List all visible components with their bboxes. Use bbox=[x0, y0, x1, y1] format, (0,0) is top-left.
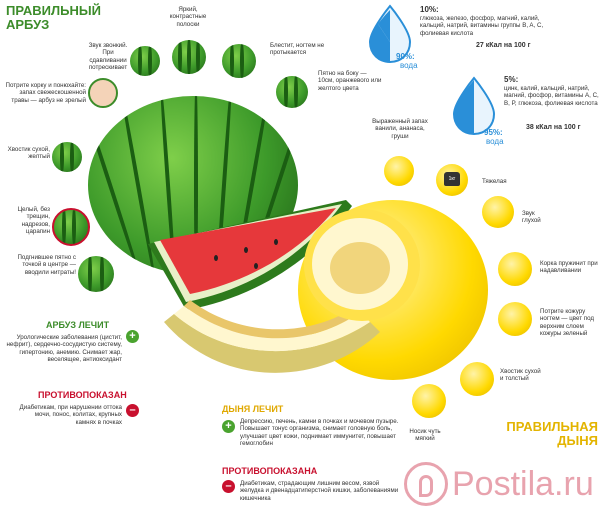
melon-tip-green-text: Потрите кожуру ногтем — цвет под верхним… bbox=[540, 308, 595, 338]
tip-stripes-icon bbox=[172, 40, 206, 74]
watermelon-heals-title: АРБУЗ ЛЕЧИТ bbox=[46, 320, 110, 330]
tip-shine-icon bbox=[222, 44, 256, 78]
tip-deaf-icon bbox=[482, 196, 514, 228]
tip-sound-icon bbox=[130, 46, 160, 76]
melon-slice-image bbox=[164, 300, 380, 373]
tip-smell-text: Потрите корку и понюхайте: запах свежеск… bbox=[5, 82, 86, 104]
plus-icon: + bbox=[222, 420, 235, 433]
tip-stripes-text: Яркий, контрастные полоски bbox=[169, 6, 207, 28]
watermelon-contra-text: Диабетикам, при нарушении оттока мочи, п… bbox=[19, 404, 122, 426]
watermelon-nutrition-percent: 10%: bbox=[420, 5, 439, 14]
melon-nutrition-text: цинк, калий, кальций, натрий, магний, фо… bbox=[504, 85, 599, 107]
melon-tip-peel-text: Корка пружинит при надавливании bbox=[540, 260, 598, 275]
melon-water-drop-icon bbox=[452, 76, 496, 136]
watermelon-heals-text: Урологические заболевания (цистит, нефри… bbox=[6, 334, 122, 364]
weight-icon: 1кг bbox=[444, 172, 460, 186]
watermelon-nutrition-text: глюкоза, железо, фосфор, магний, калий, … bbox=[420, 15, 544, 37]
minus-icon: – bbox=[222, 480, 235, 493]
tip-spot-text: Пятно на боку — 10см, оранжевого или жел… bbox=[318, 70, 382, 92]
melon-kcal: 38 кКал на 100 г bbox=[526, 124, 581, 131]
tip-whole-text: Целый, без трещин, надрезов, царапин bbox=[17, 206, 50, 236]
melon-title: ПРАВИЛЬНАЯ ДЫНЯ bbox=[480, 420, 598, 448]
tip-sound-text: Звук звонкий. При сдавливании потрескива… bbox=[88, 42, 128, 72]
minus-icon: – bbox=[126, 404, 139, 417]
melon-title-line2: ДЫНЯ bbox=[557, 433, 598, 448]
melon-heals-text: Депрессию, печень, камни в почках и моче… bbox=[240, 418, 399, 448]
watermelon-title-line1: ПРАВИЛЬНЫЙ bbox=[6, 3, 101, 18]
watermark-text: Postila.ru bbox=[452, 465, 594, 503]
tip-nose-icon bbox=[412, 384, 446, 418]
tip-spot-icon bbox=[276, 76, 308, 108]
watermelon-water-label: вода bbox=[400, 61, 418, 70]
postila-logo-icon bbox=[404, 462, 448, 506]
melon-tip-deaf-text: Звук глухой bbox=[522, 210, 541, 225]
tip-smell-icon bbox=[88, 78, 118, 108]
watermelon-title: ПРАВИЛЬНЫЙ АРБУЗ bbox=[6, 4, 101, 32]
melon-nutrition-percent: 5%: bbox=[504, 75, 519, 84]
melon-water-pct: 95%: bbox=[484, 128, 503, 137]
watermelon-contra-title: ПРОТИВОПОКАЗАН bbox=[38, 390, 127, 400]
melon-half-image bbox=[304, 209, 420, 321]
plus-icon: + bbox=[126, 330, 139, 343]
watermelon-slice-image bbox=[148, 200, 352, 310]
melon-tip-tail-text: Хвостик сухой и толстый bbox=[500, 368, 541, 383]
tip-aroma-icon bbox=[384, 156, 414, 186]
tip-dented-icon bbox=[78, 256, 114, 292]
tip-peel-icon bbox=[498, 252, 532, 286]
melon-tip-nose-text: Носик чуть мягкий bbox=[409, 428, 441, 443]
watermelon-title-line2: АРБУЗ bbox=[6, 17, 50, 32]
melon-tip-heavy-text: Тяжелая bbox=[482, 178, 507, 185]
tip-shine-text: Блестит, ногтем не протыкается bbox=[270, 42, 325, 57]
tip-tail-icon bbox=[52, 142, 82, 172]
melon-title-line1: ПРАВИЛЬНАЯ bbox=[506, 419, 598, 434]
melon-contra-text: Диабетикам, страдающим лишним весом, язв… bbox=[240, 480, 399, 502]
tip-tail-melon-icon bbox=[460, 362, 494, 396]
melon-contra-title: ПРОТИВОПОКАЗАНА bbox=[222, 466, 318, 476]
tip-tail-text: Хвостик сухой, желтый bbox=[7, 146, 50, 161]
watermelon-water-drop-icon bbox=[368, 4, 412, 64]
watermelon-kcal: 27 кКал на 100 г bbox=[476, 42, 531, 49]
tip-whole-icon bbox=[52, 208, 90, 246]
melon-tip-aroma-text: Выраженный запах ванили, ананаса, груши bbox=[372, 118, 428, 140]
tip-dented-text: Подгнившее пятно с точкой в центре — вво… bbox=[17, 254, 76, 276]
watermelon-water-pct: 90%: bbox=[396, 52, 415, 61]
tip-green-icon bbox=[498, 302, 532, 336]
melon-water-label: вода bbox=[486, 137, 504, 146]
melon-heals-title: ДЫНЯ ЛЕЧИТ bbox=[222, 404, 284, 414]
